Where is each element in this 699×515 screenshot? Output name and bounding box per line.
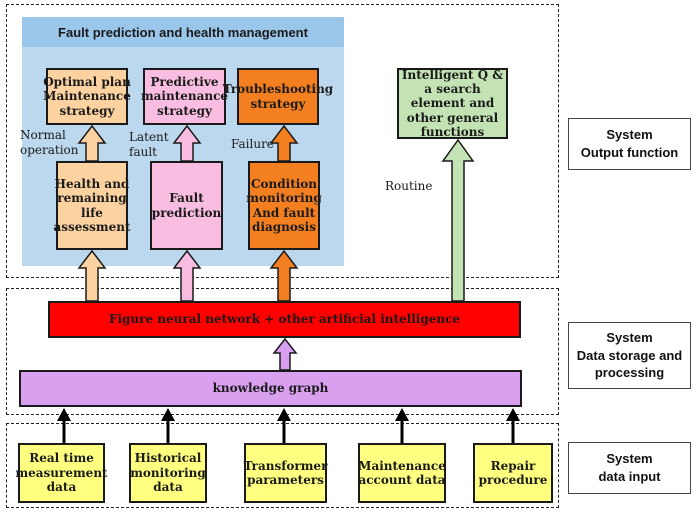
ai-bar: Figure neural network + other artificial… (48, 301, 521, 338)
arrow-fault-to-predictive (172, 124, 202, 162)
arrow-health-to-optimal (77, 124, 107, 162)
health-assessment-box: Health and remaining life assessment (53, 161, 131, 250)
condition-monitoring-box: Condition monitoring And fault diagnosis (246, 161, 322, 250)
arrow-ai-to-general (441, 138, 475, 302)
fault-prediction-box: Fault prediction (150, 161, 223, 250)
arrow-ai-to-fault (172, 249, 202, 302)
input-transformer-box: Transformer parameters (244, 443, 327, 503)
label-routine: Routine (385, 179, 433, 193)
arrow-condition-to-troubleshooting (269, 124, 299, 162)
arrow-kg-to-ai (272, 337, 298, 371)
input-maintenance-box: Maintenance account data (358, 443, 446, 503)
input-historical-box: Historical monitoring data (129, 443, 207, 503)
arrow-ai-to-health (77, 249, 107, 302)
optimal-plan-box: Optimal plan Maintenance strategy (43, 68, 131, 125)
label-latent-fault: Latent fault (129, 130, 169, 159)
knowledge-graph-bar: knowledge graph (19, 370, 522, 407)
input-real-time-box: Real time measurement data (15, 443, 108, 503)
predictive-maintenance-box: Predictive maintenance strategy (141, 68, 228, 125)
label-failure: Failure (231, 137, 274, 151)
fphm-title: Fault prediction and health management (22, 17, 344, 47)
arrow-ai-to-condition (269, 249, 299, 302)
general-functions-box: Intelligent Q & a search element and oth… (397, 68, 508, 139)
label-normal-operation: Normal operation (20, 128, 79, 157)
troubleshooting-box: Troubleshooting strategy (223, 68, 333, 125)
input-repair-box: Repair procedure (473, 443, 553, 503)
